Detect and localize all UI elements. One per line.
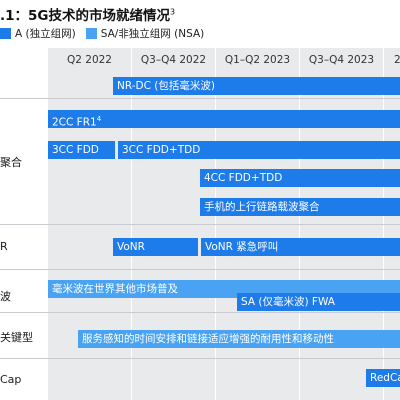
legend-item-sa: A (独立组网) (0, 26, 76, 41)
bar-vonr-label: VoNR (117, 241, 145, 253)
legend-label-sa: A (独立组网) (15, 27, 76, 40)
legend-label-nsa: SA/非独立组网 (NSA) (100, 27, 205, 40)
row-divider (0, 98, 400, 99)
bar-2cc-fr1: 2CC FR14 (48, 110, 400, 128)
bar-sa-fwa-label: SA (仅毫米波) FWA (241, 296, 335, 308)
bar-redcap: RedCap (366, 369, 400, 387)
column-header: Q3–Q4 2022 (140, 54, 207, 66)
row-divider (0, 312, 400, 313)
bar-uplink-ca: 手机的上行链路载波聚合 (200, 198, 400, 216)
bar-nr-dc-label: NR-DC (包括毫米波) (117, 80, 215, 92)
row-label-aggregation: 聚合 (0, 156, 22, 169)
bar-sa-fwa: SA (仅毫米波) FWA (237, 293, 400, 311)
column-header: Q2 2022 (66, 54, 112, 66)
row-label-mmwave: 波 (0, 290, 11, 303)
bar-vonr-emergency: VoNR 紧急呼叫 (201, 238, 400, 256)
row-label-vonr: R (0, 240, 8, 253)
column-header: Q1–Q2 2023 (224, 54, 291, 66)
page-title: .1：5G技术的市场就绪情况3 (0, 4, 400, 25)
legend-swatch-light (85, 27, 97, 39)
bar-3cc-fdd: 3CC FDD (48, 141, 115, 159)
bar-vonr: VoNR (113, 238, 198, 256)
bar-4cc-fdd-tdd-label: 4CC FDD+TDD (204, 172, 283, 184)
bar-redcap-label: RedCap (370, 372, 400, 384)
legend: A (独立组网) SA/非独立组网 (NSA) (0, 26, 214, 40)
legend-swatch-dark (0, 27, 11, 39)
timeline-grid: Q2 2022 Q3–Q4 2022 Q1–Q2 2023 Q3–Q4 2023… (0, 48, 400, 400)
bar-2cc-fr1-label: 2CC FR1 (52, 116, 97, 129)
bar-vonr-emergency-label: VoNR 紧急呼叫 (205, 241, 279, 253)
bar-service-aware-label: 服务感知的时间安排和链接适应增强的耐用性和移动性 (82, 333, 334, 345)
bar-2cc-fr1-footnote: 4 (96, 115, 102, 123)
bar-3cc-fdd-label: 3CC FDD (52, 144, 99, 156)
bar-3cc-fdd-tdd: 3CC FDD+TDD (118, 141, 400, 159)
row-divider (0, 269, 400, 270)
bar-3cc-fdd-tdd-label: 3CC FDD+TDD (122, 144, 201, 156)
row-divider (0, 224, 400, 225)
row-label-redcap: Cap (0, 373, 22, 386)
title-text: .1：5G技术的市场就绪情况 (0, 8, 170, 24)
column-header: Q3–Q4 2023 (308, 54, 375, 66)
column-header: 202 (393, 54, 400, 66)
row-divider (0, 358, 400, 359)
bar-service-aware: 服务感知的时间安排和链接适应增强的耐用性和移动性 (78, 330, 400, 348)
row-label-critical: 关键型 (0, 331, 33, 344)
bar-uplink-ca-label: 手机的上行链路载波聚合 (204, 201, 320, 213)
bar-mmwave-global-label: 毫米波在世界其他市场普及 (52, 283, 178, 295)
bar-nr-dc: NR-DC (包括毫米波) (113, 77, 400, 95)
bar-4cc-fdd-tdd: 4CC FDD+TDD (200, 169, 400, 187)
legend-item-nsa: SA/非独立组网 (NSA) (85, 26, 205, 41)
title-footnote: 3 (170, 7, 176, 17)
